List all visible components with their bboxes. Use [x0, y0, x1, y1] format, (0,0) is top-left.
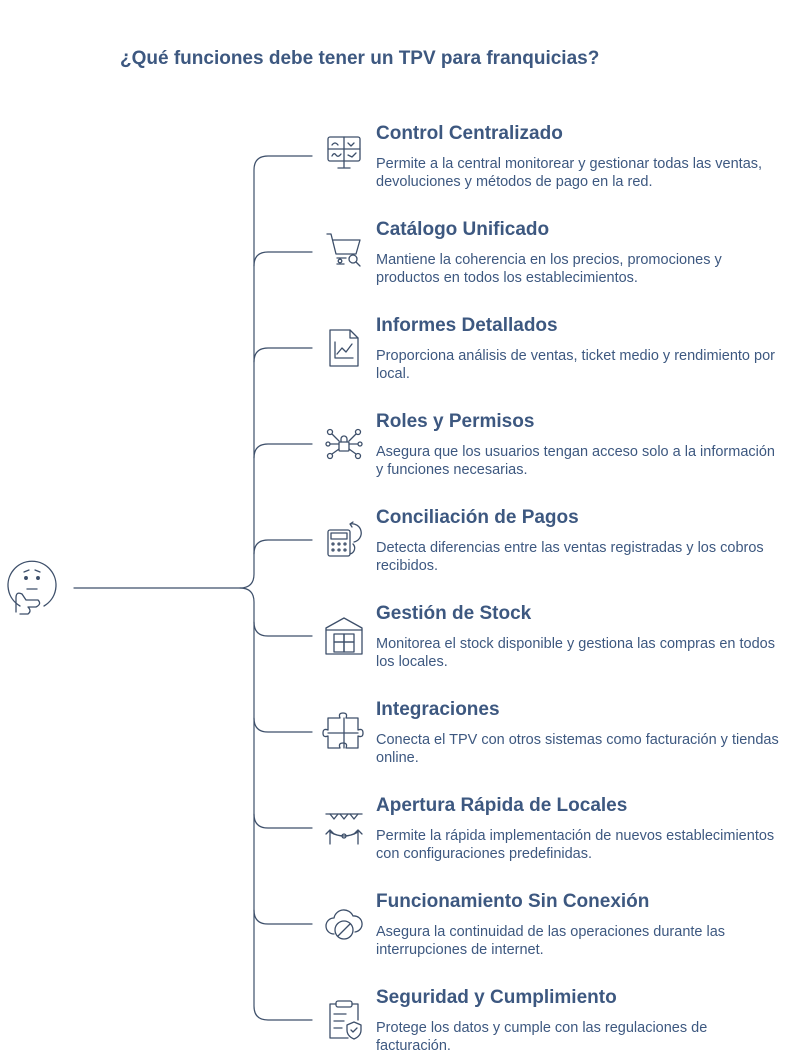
branch-2: [253, 251, 313, 267]
cart-search-icon: [320, 228, 368, 276]
branch-5: [253, 539, 313, 555]
report-chart-icon: [320, 324, 368, 372]
feature-title: Roles y Permisos: [376, 411, 535, 432]
feature-description: Detecta diferencias entre las ventas reg…: [376, 540, 764, 574]
feature-description: Permite a la central monitorear y gestio…: [376, 156, 763, 190]
warehouse-boxes-icon: [320, 612, 368, 660]
trunk-line: [73, 155, 313, 589]
cloud-offline-icon: [320, 900, 368, 948]
branch-7: [253, 717, 313, 733]
feature-title: Catálogo Unificado: [376, 219, 550, 240]
puzzle-icon: [320, 708, 368, 756]
feature-description: Asegura la continuidad de las operacione…: [376, 924, 726, 958]
feature-title: Conciliación de Pagos: [376, 507, 579, 528]
ribbon-opening-icon: [320, 804, 368, 852]
feature-description: Protege los datos y cumple con las regul…: [376, 1020, 708, 1054]
trunk-lower: [239, 587, 313, 1021]
thinking-face-icon: [7, 560, 57, 615]
feature-description: Permite la rápida implementación de nuev…: [376, 828, 775, 862]
lock-network-icon: [320, 420, 368, 468]
feature-title: Seguridad y Cumplimiento: [376, 987, 617, 1008]
monitor-dashboard-icon: [320, 131, 368, 179]
feature-description: Proporciona análisis de ventas, ticket m…: [376, 348, 775, 382]
feature-title: Control Centralizado: [376, 123, 563, 144]
feature-description: Asegura que los usuarios tengan acceso s…: [376, 444, 775, 478]
feature-description: Conecta el TPV con otros sistemas como f…: [376, 732, 779, 766]
feature-title: Gestión de Stock: [376, 603, 532, 624]
feature-title: Funcionamiento Sin Conexión: [376, 891, 650, 912]
feature-title: Integraciones: [376, 699, 500, 720]
page-title: ¿Qué funciones debe tener un TPV para fr…: [120, 48, 600, 69]
feature-description: Monitorea el stock disponible y gestiona…: [376, 636, 775, 670]
branch-8: [253, 813, 313, 829]
feature-title: Informes Detallados: [376, 315, 558, 336]
feature-description: Mantiene la coherencia en los precios, p…: [376, 252, 722, 286]
branch-4: [253, 443, 313, 459]
feature-title: Apertura Rápida de Locales: [376, 795, 628, 816]
branch-6: [253, 621, 313, 637]
branch-3: [253, 347, 313, 363]
branch-9: [253, 909, 313, 925]
calculator-refresh-icon: [320, 516, 368, 564]
clipboard-shield-icon: [320, 996, 368, 1044]
